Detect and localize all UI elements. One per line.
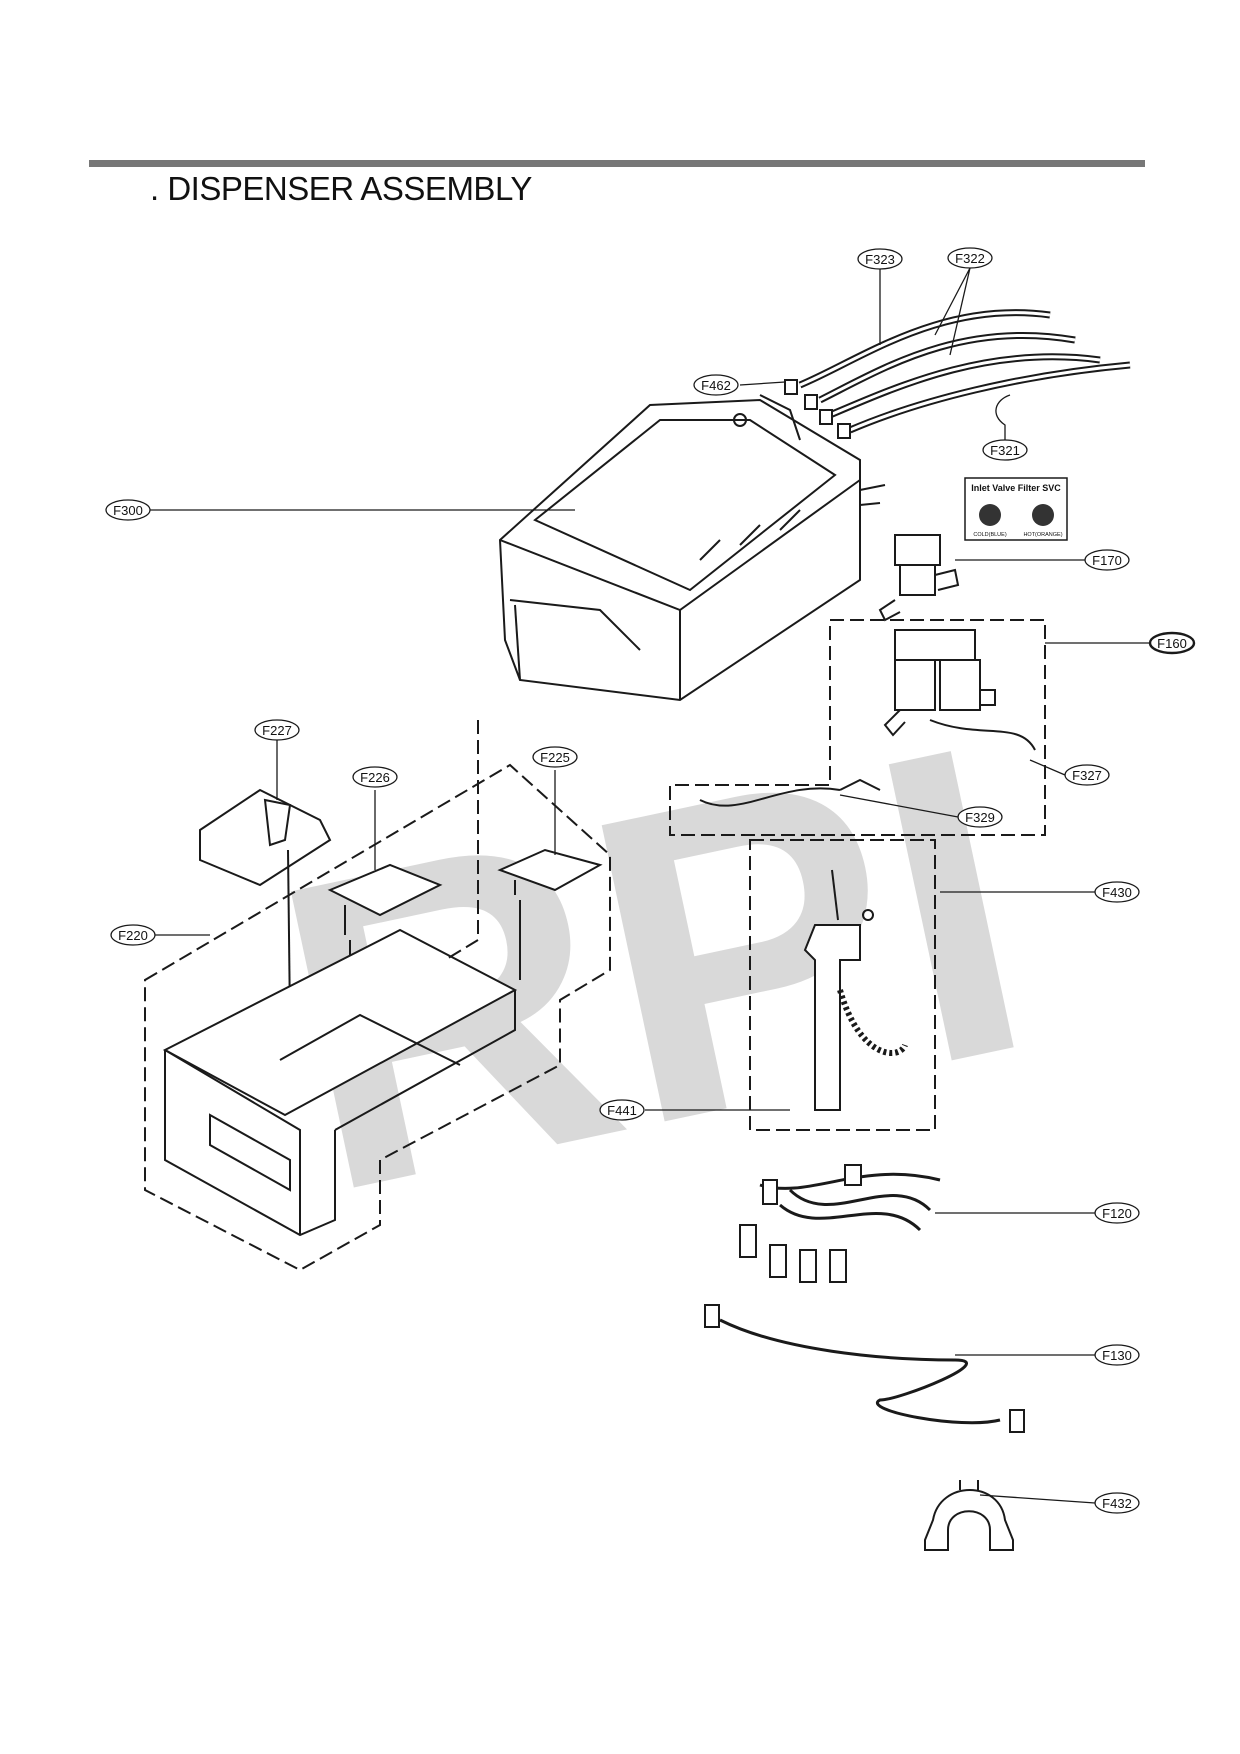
- callout-f227[interactable]: F227: [254, 719, 300, 741]
- callout-label: F432: [1102, 1496, 1132, 1511]
- callout-f226[interactable]: F226: [352, 766, 398, 788]
- siphon-hose-drawing: [803, 869, 908, 1111]
- callout-f321[interactable]: F321: [982, 439, 1028, 461]
- callout-f300[interactable]: F300: [105, 499, 151, 521]
- callout-label: F462: [701, 378, 731, 393]
- callout-f170[interactable]: F170: [1084, 549, 1130, 571]
- inlet-valve-filter-inset: Inlet Valve Filter SVC COLD(BLUE) HOT(OR…: [964, 477, 1068, 541]
- callout-label: F441: [607, 1103, 637, 1118]
- callout-label: F323: [865, 252, 895, 267]
- page-title: . DISPENSER ASSEMBLY: [150, 170, 532, 207]
- callout-label: F327: [1072, 768, 1102, 783]
- wire-harness-drawing: [739, 1164, 941, 1283]
- inset-hot-caption: HOT(ORANGE): [1023, 532, 1062, 538]
- inset-cold-caption: COLD(BLUE): [973, 532, 1006, 538]
- callout-f432[interactable]: F432: [1094, 1492, 1140, 1514]
- leader-lines: [150, 266, 1150, 1504]
- callout-f120[interactable]: F120: [1094, 1202, 1140, 1224]
- callout-label: F130: [1102, 1348, 1132, 1363]
- siphon-group-boundary: [749, 839, 936, 1131]
- callout-label: F160: [1157, 636, 1187, 651]
- inset-title: Inlet Valve Filter SVC: [971, 483, 1061, 493]
- callout-f225[interactable]: F225: [532, 746, 578, 768]
- callout-f329[interactable]: F329: [957, 806, 1003, 828]
- callout-label: F430: [1102, 885, 1132, 900]
- hoses-drawing: [784, 309, 1131, 439]
- callout-f220[interactable]: F220: [110, 924, 156, 946]
- callout-f430[interactable]: F430: [1094, 881, 1140, 903]
- hose-clip-drawing: [924, 1480, 1014, 1551]
- callout-label: F120: [1102, 1206, 1132, 1221]
- dispenser-drawer-drawing: [162, 928, 518, 1237]
- callout-f441[interactable]: F441: [599, 1099, 645, 1121]
- callout-label: F321: [990, 443, 1020, 458]
- callout-label: F322: [955, 251, 985, 266]
- callout-f462[interactable]: F462: [693, 374, 739, 396]
- callout-label: F170: [1092, 553, 1122, 568]
- header-rule: [89, 160, 1145, 167]
- callouts: F323 F322 F462 F321 F300 F170: [105, 247, 1196, 1514]
- softener-cap-drawing: [199, 788, 332, 1021]
- hot-filter-icon: [1032, 504, 1054, 526]
- callout-label: F300: [113, 503, 143, 518]
- callout-label: F329: [965, 810, 995, 825]
- cable-drawing: [704, 1304, 1025, 1433]
- callout-f322[interactable]: F322: [947, 247, 993, 269]
- double-valve-drawing: [699, 629, 1036, 807]
- dispenser-housing-drawing: [498, 394, 886, 702]
- single-valve-drawing: [878, 534, 960, 622]
- callout-f130[interactable]: F130: [1094, 1344, 1140, 1366]
- valve-group-boundary: [669, 619, 1046, 836]
- callout-label: F227: [262, 723, 292, 738]
- callout-f323[interactable]: F323: [857, 248, 903, 270]
- callout-label: F225: [540, 750, 570, 765]
- detergent-insert-drawing: [497, 848, 603, 980]
- callout-f327[interactable]: F327: [1064, 764, 1110, 786]
- callout-label: F226: [360, 770, 390, 785]
- assembly-link-line: [444, 720, 479, 961]
- cold-filter-icon: [979, 504, 1001, 526]
- callout-f160[interactable]: F160: [1148, 631, 1196, 655]
- callout-label: F220: [118, 928, 148, 943]
- drawer-group-boundary: [144, 763, 611, 1272]
